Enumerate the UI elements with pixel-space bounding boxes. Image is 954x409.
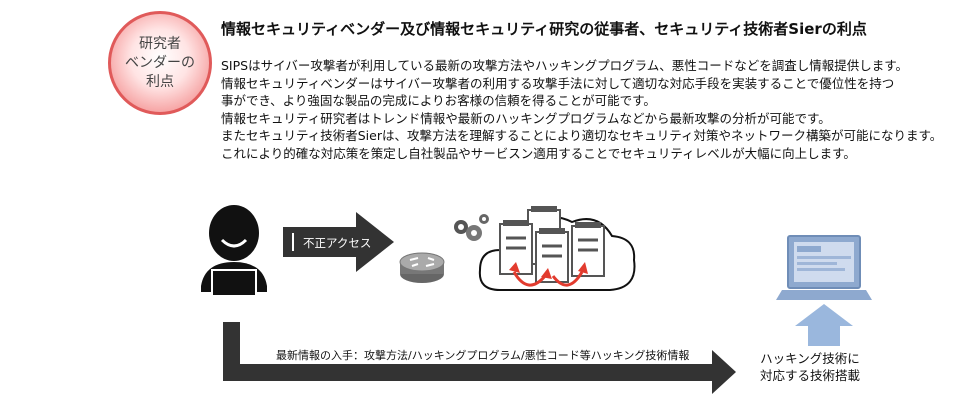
- attack-label: 不正アクセス: [303, 236, 372, 250]
- gear-icon: [454, 214, 489, 241]
- description-line: 情報セキュリティ研究者はトレンド情報や最新のハッキングプログラムなどから最新攻撃…: [221, 110, 831, 126]
- description: SIPSはサイバー攻撃者が利用している最新の攻撃方法やハッキングプログラム、悪性…: [221, 57, 943, 163]
- badge-line-2: ベンダーの: [125, 54, 195, 71]
- info-label: 最新情報の入手：攻撃方法/ハッキングプログラム/悪性コード等ハッキング技術情報: [276, 349, 690, 362]
- monitor-caption: ハッキング技術に 対応する技術搭載: [760, 350, 860, 384]
- router-icon: [399, 252, 445, 283]
- badge-line-1: 研究者: [139, 35, 181, 52]
- benefit-badge: 研究者 ベンダーの 利点: [108, 11, 212, 115]
- description-line: 情報セキュリティベンダーはサイバー攻撃者の利用する攻撃手法に対して適切な対応手段…: [221, 75, 895, 91]
- hacker-icon: [201, 205, 267, 297]
- info-flow-arrow: [223, 322, 736, 394]
- description-line: これにより的確な対応策を策定し自社製品やサービスン適用することでセキュリティレベ…: [221, 145, 856, 161]
- description-line: またセキュリティ技術者Sierは、攻撃方法を理解することにより適切なセキュリティ…: [221, 128, 943, 144]
- server-icon: [499, 206, 605, 283]
- monitor-icon: [776, 235, 872, 300]
- description-line: 事ができ、より強固な製品の完成によりお客様の信頼を得ることが可能です。: [221, 93, 656, 109]
- propagation-arrows: [509, 262, 588, 287]
- attack-arrow: [283, 212, 394, 272]
- page-title: 情報セキュリティベンダー及び情報セキュリティ研究の従事者、セキュリティ技術者Si…: [221, 20, 867, 38]
- upgrade-arrow: [795, 304, 853, 346]
- description-line: SIPSはサイバー攻撃者が利用している最新の攻撃方法やハッキングプログラム、悪性…: [221, 58, 908, 73]
- caption-line: ハッキング技術に: [760, 351, 860, 366]
- caption-line: 対応する技術搭載: [760, 368, 861, 383]
- badge-line-3: 利点: [146, 73, 174, 90]
